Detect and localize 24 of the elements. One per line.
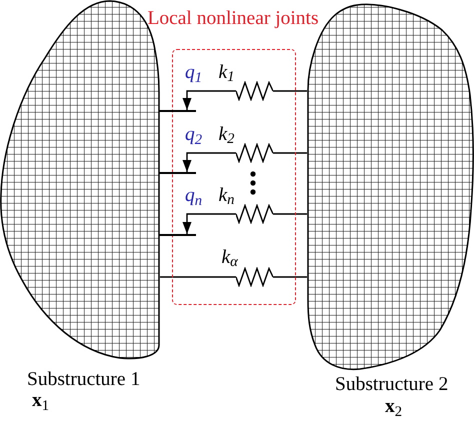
connector-line <box>273 213 307 215</box>
stiffness-label: k$_{1}$ <box>218 62 234 82</box>
substructure-label: Substructure 2 <box>335 375 448 394</box>
substructure-label: Substructure 1 <box>27 370 140 390</box>
connector-line <box>273 276 307 278</box>
edge-label: q$_{2}$ <box>185 125 202 144</box>
spring-symbol <box>236 80 272 100</box>
stiffness-label: k$_{α}$ <box>222 248 238 267</box>
arrow <box>182 213 236 234</box>
arrow <box>182 90 236 110</box>
stiffness-label: k$_{n}$ <box>218 186 234 205</box>
stiffness-label: k$_{2}$ <box>218 124 234 144</box>
coordinate-label: x$_{1}$ <box>32 391 50 410</box>
group-title: Local nonlinear joints <box>147 9 319 28</box>
arrow <box>182 152 236 172</box>
edge-label: q$_{1}$ <box>185 63 202 82</box>
spring-symbol <box>236 142 272 162</box>
connector-line <box>160 276 236 278</box>
spring-symbol <box>236 204 272 224</box>
edge-label: q$_{n}$ <box>185 186 202 206</box>
spring-symbol <box>236 266 272 286</box>
connector-line <box>273 152 307 154</box>
connector-line <box>273 90 307 92</box>
coordinate-label: x$_{2}$ <box>385 397 402 416</box>
